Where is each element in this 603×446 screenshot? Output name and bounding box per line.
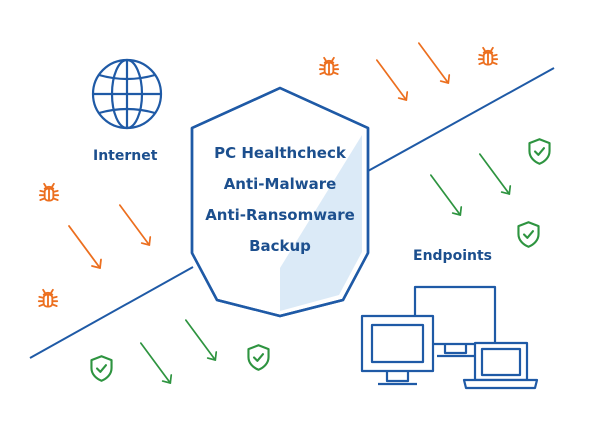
bug-icon [318, 56, 340, 76]
check-shield-icon [528, 138, 551, 165]
endpoints-label: Endpoints [413, 248, 492, 264]
safe-arrow [184, 319, 218, 361]
shield-line-anti-malware: Anti-Malware [223, 175, 337, 193]
threat-arrow [118, 204, 152, 246]
threat-arrow [375, 59, 409, 101]
safe-arrow [139, 342, 173, 384]
threat-arrow [68, 225, 102, 269]
protection-shield [190, 86, 370, 318]
shield-line-backup: Backup [249, 237, 311, 255]
laptop-icon [462, 341, 539, 390]
shield-line-anti-ransomware: Anti-Ransomware [205, 206, 355, 224]
monitor-icon [360, 314, 435, 386]
internet-label: Internet [93, 148, 158, 164]
safe-arrow [429, 174, 463, 216]
check-shield-icon [247, 344, 270, 371]
globe-icon [91, 58, 163, 130]
shield-line-pc-healthcheck: PC Healthcheck [214, 144, 346, 162]
bug-icon [38, 182, 60, 202]
network-boundary-line [29, 67, 555, 359]
check-shield-icon [90, 355, 113, 382]
safe-arrow [478, 153, 512, 195]
check-shield-icon [517, 221, 540, 248]
bug-icon [477, 46, 499, 66]
bug-icon [37, 288, 59, 308]
threat-arrow [417, 42, 451, 84]
